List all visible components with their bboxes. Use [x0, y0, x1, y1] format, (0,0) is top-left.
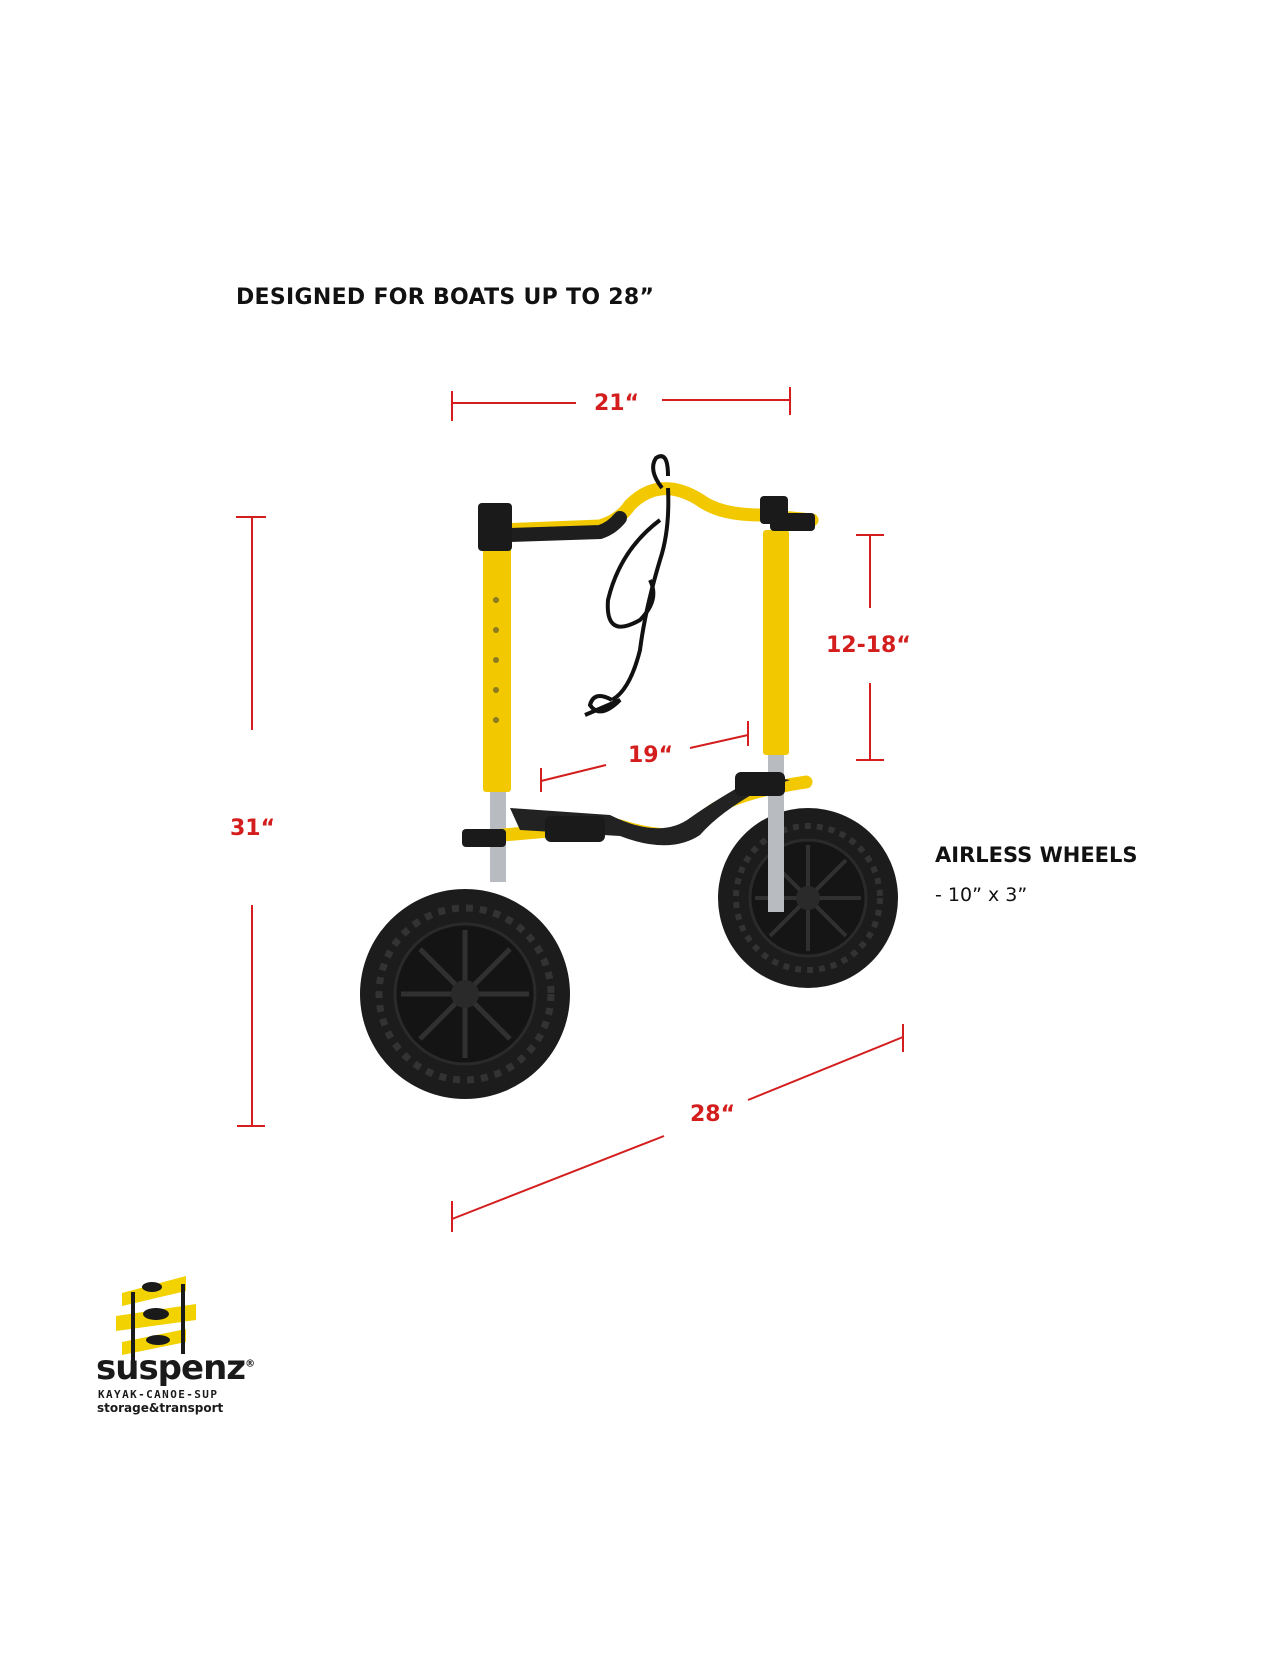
spec-detail: - 10” x 3” [935, 884, 1028, 906]
logo-tagline-2: storage&transport [97, 1401, 224, 1415]
dim-label-inner-width: 19“ [628, 743, 674, 768]
cart [360, 454, 898, 1099]
logo-registered-mark: ® [245, 1358, 256, 1370]
dim-line-overall-height [236, 516, 266, 1127]
spec-title: AIRLESS WHEELS [935, 843, 1138, 867]
dim-label-height-adjust: 12-18“ [826, 633, 911, 658]
dim-line-inner-width [540, 721, 749, 792]
page-heading: DESIGNED FOR BOATS UP TO 28” [236, 285, 655, 310]
dim-line-wheel-span [451, 1024, 904, 1232]
right-post-lower [768, 740, 784, 912]
dim-line-top-width [451, 387, 791, 421]
dim-label-top-width: 21“ [594, 391, 640, 416]
dimension-lines [236, 387, 904, 1232]
suspenz-logo-mark [116, 1276, 196, 1362]
dim-label-overall-height: 31“ [230, 816, 276, 841]
adjust-holes [493, 597, 499, 723]
dim-line-height-adjust [856, 534, 884, 761]
rear-wheel [718, 808, 898, 988]
bottom-cradle [462, 772, 813, 847]
right-post [763, 530, 789, 755]
front-wheel [360, 889, 570, 1099]
logo-brand: suspenz® [96, 1348, 255, 1388]
logo-brand-text: suspenz [96, 1348, 246, 1388]
bungee-strap [584, 454, 671, 717]
logo-tagline-1: KAYAK-CANOE-SUP [98, 1388, 219, 1401]
left-top-clamp [478, 503, 512, 551]
dim-label-wheel-span: 28“ [690, 1102, 736, 1127]
